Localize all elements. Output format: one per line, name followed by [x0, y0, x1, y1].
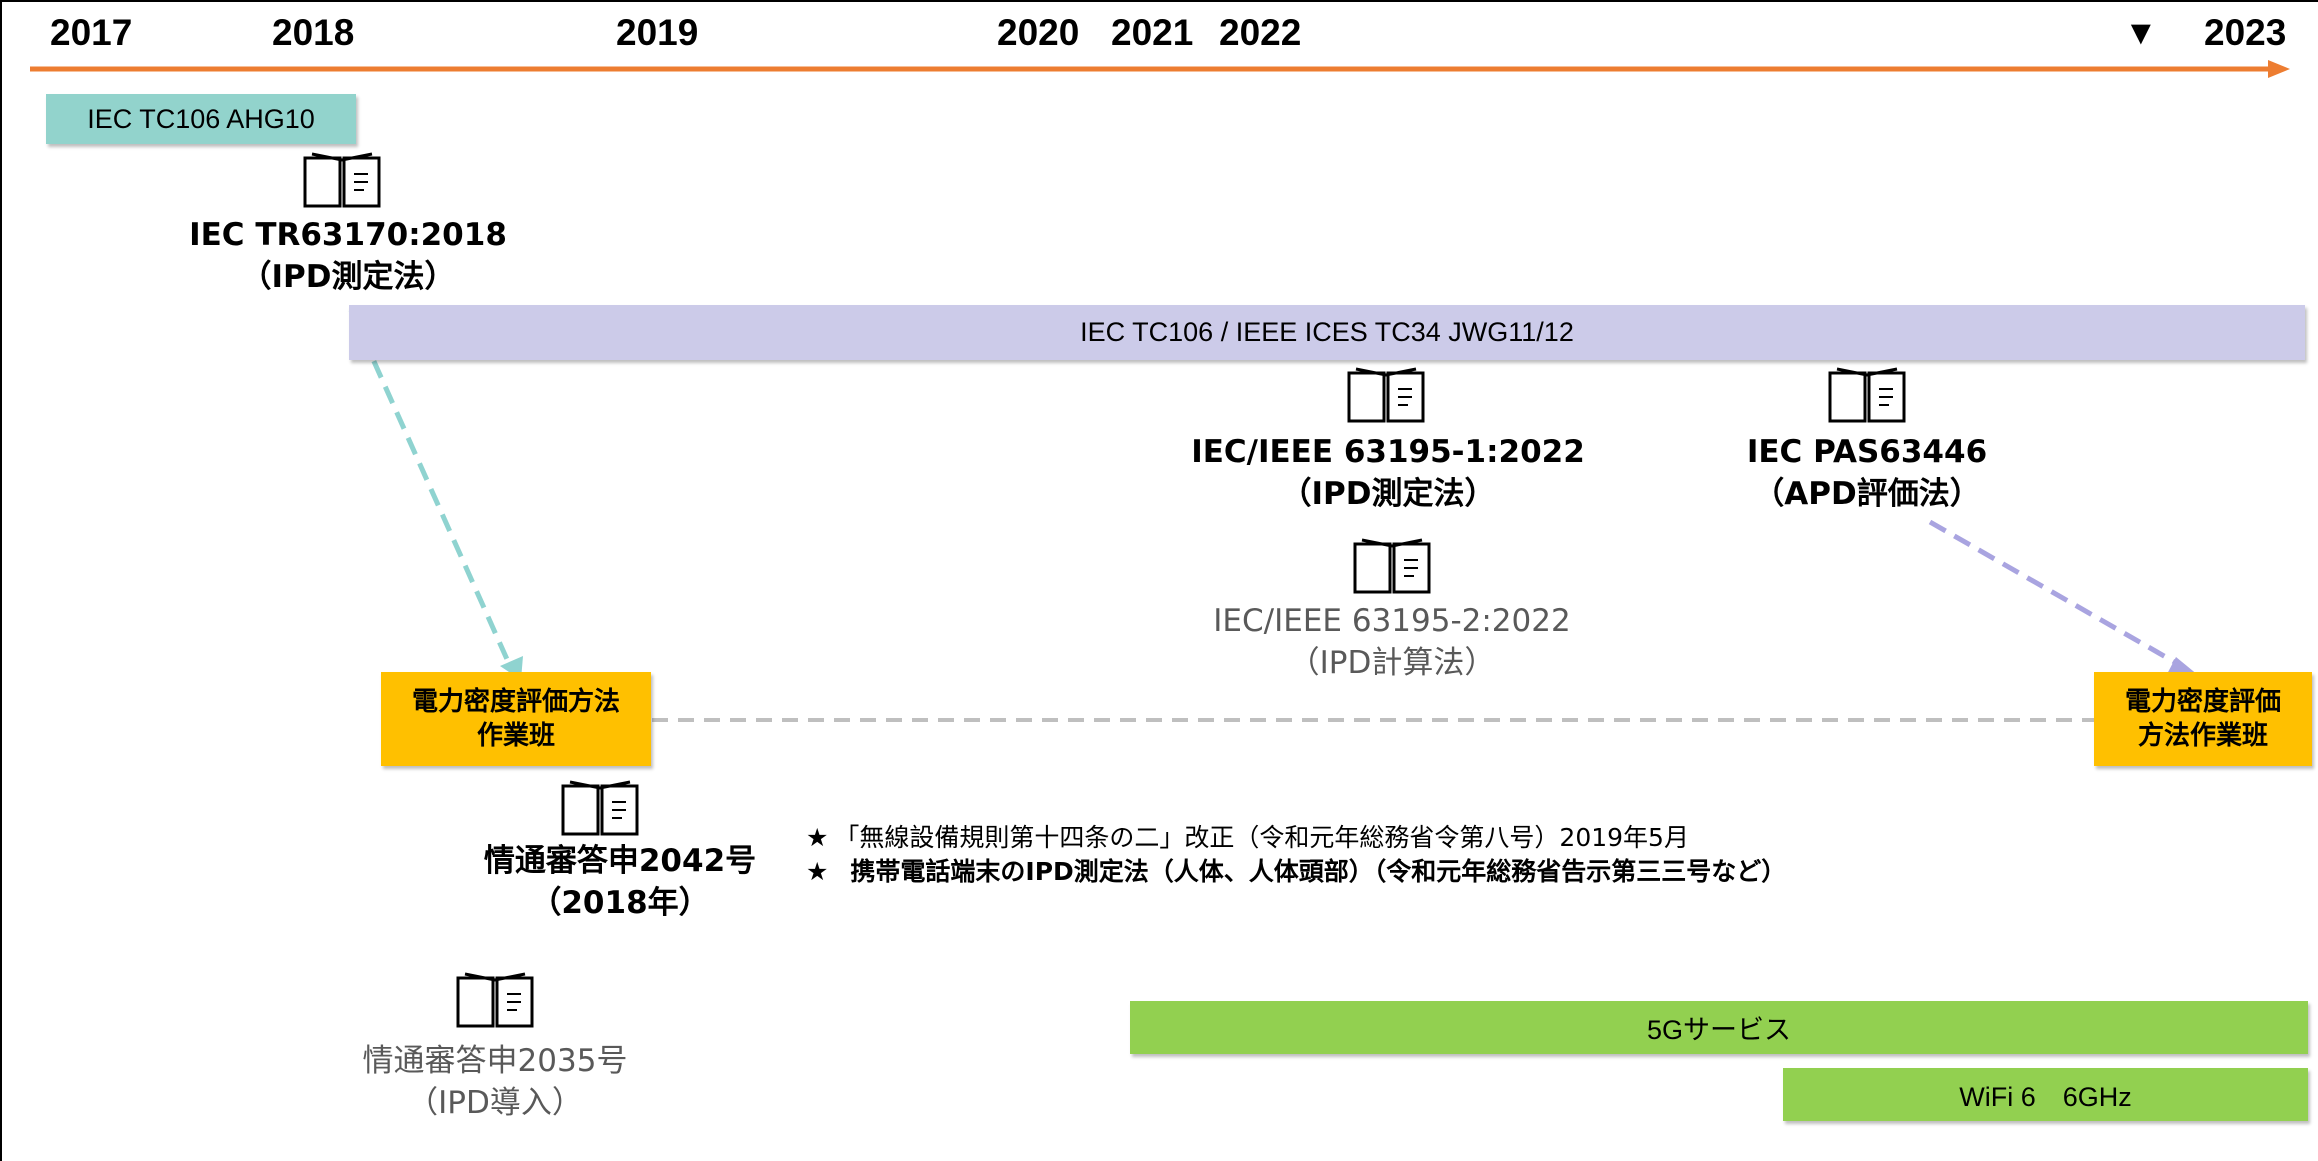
power-density-working-group-right: 電力密度評価 方法作業班 [2094, 672, 2312, 766]
year-2023: 2023 [2204, 12, 2287, 53]
doc-tr63170: IEC TR63170:2018 （IPD測定法） [148, 214, 548, 298]
book-icon [303, 152, 381, 208]
book-icon [561, 780, 639, 836]
doc-title: IEC/IEEE 63195-1:2022 [1191, 434, 1585, 470]
doc-subtitle: （IPD測定法） [240, 259, 456, 295]
current-time-marker: ▼ [2124, 14, 2158, 52]
year-2018: 2018 [272, 12, 355, 53]
doc-title: 情通審答申2042号 [483, 843, 757, 879]
doc-title: IEC/IEEE 63195-2:2022 [1213, 603, 1571, 639]
5g-service-bar: 5Gサービス [1130, 1001, 2308, 1054]
year-2019: 2019 [616, 12, 699, 53]
timeline-arrow [30, 60, 2290, 78]
doc-subtitle: （APD評価法） [1753, 476, 1981, 512]
book-icon [1828, 367, 1906, 423]
teal-dashed-arrow [348, 308, 523, 680]
note-text: 携帯電話端末のIPD測定法（人体、人体頭部）（令和元年総務省告示第三三号など） [850, 857, 1787, 886]
frame-left-border [0, 0, 2, 1161]
doc-report2035: 情通審答申2035号 （IPD導入） [305, 1040, 685, 1124]
doc-subtitle: （IPD計算法） [1288, 645, 1496, 681]
note-text: 「無線設備規則第十四条の二」改正（令和元年総務省令第八号）2019年5月 [834, 823, 1689, 852]
doc-report2042: 情通審答申2042号 （2018年） [420, 840, 820, 924]
doc-pas63446: IEC PAS63446 （APD評価法） [1687, 431, 2047, 515]
star-icon: ★ [806, 823, 829, 852]
star-icon: ★ [806, 857, 829, 886]
book-icon [456, 972, 534, 1028]
note-regulation-revision: ★「無線設備規則第十四条の二」改正（令和元年総務省令第八号）2019年5月 [806, 818, 1689, 854]
year-2017: 2017 [50, 12, 133, 53]
frame-top-border [0, 0, 2318, 2]
power-density-working-group-left: 電力密度評価方法 作業班 [381, 672, 651, 766]
jwg-bar: IEC TC106 / IEEE ICES TC34 JWG11/12 [349, 305, 2305, 360]
doc-iec63195-2: IEC/IEEE 63195-2:2022 （IPD計算法） [1172, 600, 1612, 684]
doc-title: IEC TR63170:2018 [189, 217, 507, 253]
book-icon [1347, 367, 1425, 423]
year-2021: 2021 [1111, 12, 1194, 53]
doc-title: IEC PAS63446 [1746, 434, 1988, 470]
wifi6-6ghz-bar: WiFi 6 6GHz [1783, 1068, 2308, 1121]
doc-subtitle: （2018年） [530, 885, 710, 921]
doc-title: 情通審答申2035号 [362, 1043, 628, 1079]
doc-subtitle: （IPD導入） [407, 1085, 583, 1121]
purple-dashed-arrow [1928, 519, 2204, 680]
ahg10-bar: IEC TC106 AHG10 [46, 94, 356, 144]
book-icon [1353, 538, 1431, 594]
year-2022: 2022 [1219, 12, 1302, 53]
year-2020: 2020 [997, 12, 1080, 53]
note-ipd-measurement: ★ 携帯電話端末のIPD測定法（人体、人体頭部）（令和元年総務省告示第三三号など） [806, 852, 1786, 888]
doc-subtitle: （IPD測定法） [1280, 476, 1496, 512]
doc-iec63195-1: IEC/IEEE 63195-1:2022 （IPD測定法） [1168, 431, 1608, 515]
